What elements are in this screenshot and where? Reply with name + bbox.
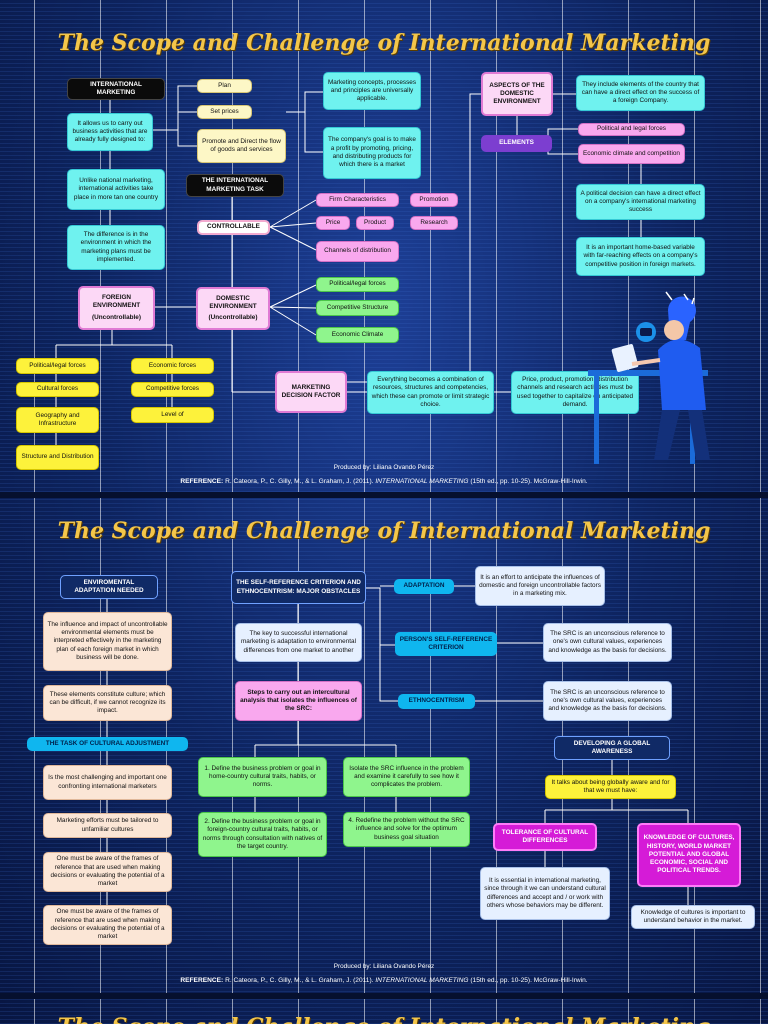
section-title: The Scope and Challenge of International… (57, 518, 711, 544)
promotion-node: Promotion (410, 193, 458, 207)
ref-book: INTERNATIONAL MARKETING (375, 977, 469, 984)
ref-book: INTERNATIONAL MARKETING (375, 478, 469, 485)
ref-edition: (15th ed., pp. 10-25). McGraw-Hill-Irwin… (470, 478, 588, 485)
foreign-force-level: Level of (131, 407, 214, 423)
src-desc-node-2: The SRC is an unconscious reference to o… (543, 681, 672, 721)
ref-label: REFERENCE: (180, 478, 224, 485)
economic-climate-pink-node: Economic climate and competition (578, 144, 685, 164)
tolerance-node: TOLERANCE OF CULTURAL DIFFERENCES (493, 823, 597, 851)
global-desc-node: It talks about being globally aware and … (545, 775, 676, 799)
difference-node: The difference is in the environment in … (67, 225, 165, 270)
controllable-node: CONTROLLABLE (197, 220, 270, 235)
channels-node: Channels of distribution (316, 241, 399, 262)
domestic-env-uncontrollable: (Uncontrollable) (208, 314, 258, 322)
challenging-node: Is the most challenging and important on… (43, 765, 172, 800)
firm-characteristics-node: Firm Characteristics (316, 193, 399, 207)
promote-node: Promote and Direct the flow of goods and… (197, 129, 286, 163)
political-decision-node: A political decision can have a direct e… (576, 184, 705, 220)
aware-node-2: One must be aware of the frames of refer… (43, 905, 172, 945)
global-awareness-node: DEVELOPING A GLOBAL AWARENESS (554, 736, 670, 760)
ref-authors: R. Cateora, P., C. Gilly, M., & L. Graha… (225, 977, 374, 984)
knowledge-desc-node: Knowledge of cultures is important to un… (631, 905, 755, 929)
intl-desc-node: It allows us to carry out business activ… (67, 113, 153, 151)
tolerance-desc-node: It is essential in international marketi… (480, 867, 610, 920)
economic-climate-green-node: Economic Climate (316, 327, 399, 343)
price-node: Price (316, 216, 350, 230)
section-divider (0, 993, 768, 999)
step-4-node: 4. Redefine the problem without the SRC … (343, 812, 470, 847)
adaptation-desc-node: It is an effort to anticipate the influe… (475, 566, 605, 606)
task-adjustment-node: THE TASK OF CULTURAL ADJUSTMENT (27, 737, 188, 751)
culture-node: These elements constitute culture; which… (43, 685, 172, 721)
bottom-section-title: The Scope and Challenge of International… (0, 1014, 768, 1024)
aspects-desc-node: They include elements of the country tha… (576, 75, 705, 111)
product-node: Product (356, 216, 394, 230)
foreign-force-economic: Economic forces (131, 358, 214, 374)
plan-node: Plan (197, 79, 252, 93)
foreign-force-cultural: Cultural forces (16, 382, 99, 397)
important-variable-node: It is an important home-based variable w… (576, 237, 705, 276)
reference-top: REFERENCE: R. Cateora, P., C. Gilly, M.,… (0, 478, 768, 485)
produced-by-mid: Produced by: Liliana Ovando Pérez (333, 963, 435, 970)
competitive-structure-node: Competitive Structure (316, 300, 399, 316)
page-title: The Scope and Challenge of International… (57, 30, 711, 56)
marketing-decision-factor-node: MARKETING DECISION FACTOR (275, 371, 347, 413)
political-legal-pink-node: Political and legal forces (578, 123, 685, 136)
political-legal-green-node: Political/legal forces (316, 277, 399, 292)
steps-node: Steps to carry out an intercultural anal… (235, 681, 362, 721)
knowledge-node: KNOWLEDGE OF CULTURES, HISTORY, WORLD MA… (637, 823, 741, 887)
ref-label: REFERENCE: (180, 977, 224, 984)
ethnocentrism-node: ETHNOCENTRISM (398, 694, 475, 709)
aware-node-1: One must be aware of the frames of refer… (43, 852, 172, 892)
reference-mid: REFERENCE: R. Cateora, P., C. Gilly, M.,… (0, 977, 768, 984)
domestic-environment-node: DOMESTIC ENVIRONMENT (Uncontrollable) (196, 287, 270, 330)
person-src-node: PERSON'S SELF-REFERENCE CRITERION (395, 632, 497, 656)
foreign-force-structure: Structure and Distribution (16, 445, 99, 470)
produced-by-top: Produced by: Liliana Ovando Pérez (333, 464, 435, 471)
foreign-env-label: FOREIGN ENVIRONMENT (92, 294, 141, 310)
bottom-title-clip: The Scope and Challenge of International… (0, 1000, 768, 1024)
everything-node: Everything becomes a combination of reso… (367, 371, 494, 414)
foreign-env-uncontrollable: (Uncontrollable) (92, 313, 141, 321)
src-desc-node-1: The SRC is an unconscious reference to o… (543, 623, 672, 662)
unlike-node: Unlike national marketing, international… (67, 169, 165, 210)
intl-marketing-node: INTERNATIONAL MARKETING (67, 78, 165, 100)
step-2-node: 2. Define the business problem or goal i… (198, 812, 327, 857)
set-prices-node: Set prices (197, 105, 252, 119)
section-divider (0, 492, 768, 498)
elements-node: ELEMENTS (481, 135, 552, 152)
ref-authors: R. Cateora, P., C. Gilly, M., & L. Graha… (225, 478, 374, 485)
domestic-env-label: DOMESTIC ENVIRONMENT (209, 294, 257, 310)
foreign-force-competitive: Competitive forces (131, 382, 214, 397)
intl-task-node: THE INTERNATIONAL MARKETING TASK (186, 174, 284, 197)
concepts-node: Marketing concepts, processes and princi… (323, 72, 421, 110)
step-3-node: Isolate the SRC influence in the problem… (343, 757, 470, 797)
influence-node: The influence and impact of uncontrollab… (43, 612, 172, 671)
key-node: The key to successful international mark… (235, 623, 362, 662)
efforts-node: Marketing efforts must be tailored to un… (43, 813, 172, 838)
foreign-environment-node: FOREIGN ENVIRONMENT (Uncontrollable) (78, 286, 155, 330)
price-product-node: Price, product, promotion, distribution … (511, 371, 639, 414)
src-criterion-node: THE SELF-REFERENCE CRITERION AND ETHNOCE… (231, 571, 366, 604)
goal-node: The company's goal is to make a profit b… (323, 127, 421, 179)
aspects-node: ASPECTS OF THE DOMESTIC ENVIRONMENT (481, 72, 553, 116)
adaptation-node: ADAPTATION (394, 579, 454, 594)
research-node: Research (410, 216, 458, 230)
ref-edition: (15th ed., pp. 10-25). McGraw-Hill-Irwin… (470, 977, 588, 984)
env-adaptation-node: ENVIROMENTAL ADAPTATION NEEDED (60, 575, 158, 599)
foreign-force-political: Political/legal forces (16, 358, 99, 374)
foreign-force-geography: Geography and Infrastructure (16, 407, 99, 433)
person-at-desk-illustration (588, 291, 710, 464)
step-1-node: 1. Define the business problem or goal i… (198, 757, 327, 797)
